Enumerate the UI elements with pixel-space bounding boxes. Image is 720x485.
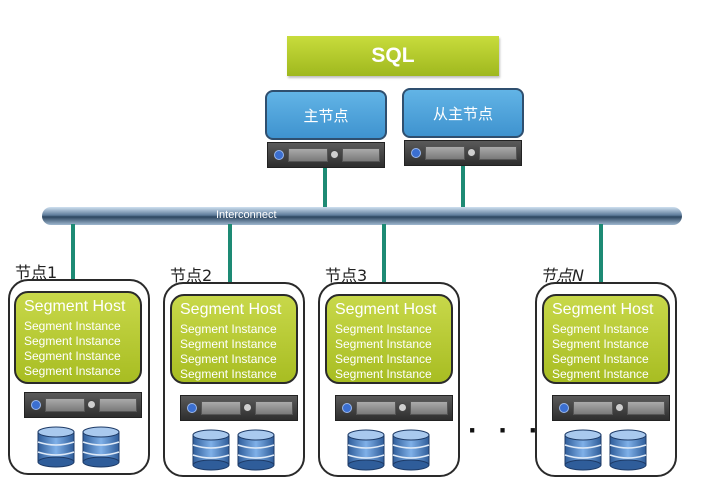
segment-instance: Segment Instance bbox=[335, 367, 432, 381]
database-icon bbox=[347, 429, 385, 471]
server-icon bbox=[24, 392, 142, 418]
server-icon bbox=[335, 395, 453, 421]
segment-instance: Segment Instance bbox=[335, 352, 432, 366]
segment-host: Segment Host Segment Instance Segment In… bbox=[325, 294, 453, 384]
standby-link bbox=[461, 166, 465, 208]
segment-host-title: Segment Host bbox=[552, 301, 654, 318]
server-icon bbox=[267, 142, 385, 168]
server-icon bbox=[552, 395, 670, 421]
master-node: 主节点 bbox=[265, 90, 387, 140]
segment-host: Segment Host Segment Instance Segment In… bbox=[542, 294, 670, 384]
segment-host: Segment Host Segment Instance Segment In… bbox=[170, 294, 298, 384]
segment-instance: Segment Instance bbox=[552, 352, 649, 366]
segment-host-title: Segment Host bbox=[24, 298, 126, 315]
node-link bbox=[228, 224, 232, 282]
segment-instance: Segment Instance bbox=[552, 322, 649, 336]
interconnect-label: Interconnect bbox=[216, 209, 277, 221]
interconnect-bus bbox=[42, 207, 682, 225]
segment-instance: Segment Instance bbox=[24, 334, 121, 348]
segment-instance: Segment Instance bbox=[24, 319, 121, 333]
database-icon bbox=[237, 429, 275, 471]
segment-instance: Segment Instance bbox=[180, 322, 277, 336]
segment-host-title: Segment Host bbox=[335, 301, 437, 318]
sql-box: SQL bbox=[287, 36, 499, 76]
segment-instance: Segment Instance bbox=[180, 352, 277, 366]
segment-instance: Segment Instance bbox=[180, 337, 277, 351]
database-icon bbox=[609, 429, 647, 471]
server-icon bbox=[180, 395, 298, 421]
segment-instance: Segment Instance bbox=[552, 337, 649, 351]
segment-instance: Segment Instance bbox=[24, 364, 121, 378]
node-link bbox=[599, 224, 603, 282]
master-link bbox=[323, 168, 327, 208]
node-label: 节点1 bbox=[15, 263, 58, 282]
node-link bbox=[71, 224, 75, 279]
segment-instance: Segment Instance bbox=[552, 367, 649, 381]
database-icon bbox=[192, 429, 230, 471]
database-icon bbox=[37, 426, 75, 468]
node-label: 节点N bbox=[540, 266, 584, 285]
segment-instance: Segment Instance bbox=[180, 367, 277, 381]
segment-instance: Segment Instance bbox=[24, 349, 121, 363]
database-icon bbox=[82, 426, 120, 468]
server-icon bbox=[404, 140, 522, 166]
segment-host-title: Segment Host bbox=[180, 301, 282, 318]
node-label: 节点3 bbox=[325, 266, 368, 285]
segment-host: Segment Host Segment Instance Segment In… bbox=[14, 291, 142, 384]
ellipsis: · · · bbox=[468, 414, 545, 447]
segment-instance: Segment Instance bbox=[335, 322, 432, 336]
database-icon bbox=[564, 429, 602, 471]
segment-instance: Segment Instance bbox=[335, 337, 432, 351]
standby-master-node: 从主节点 bbox=[402, 88, 524, 138]
database-icon bbox=[392, 429, 430, 471]
node-link bbox=[382, 224, 386, 282]
node-label: 节点2 bbox=[170, 266, 213, 285]
